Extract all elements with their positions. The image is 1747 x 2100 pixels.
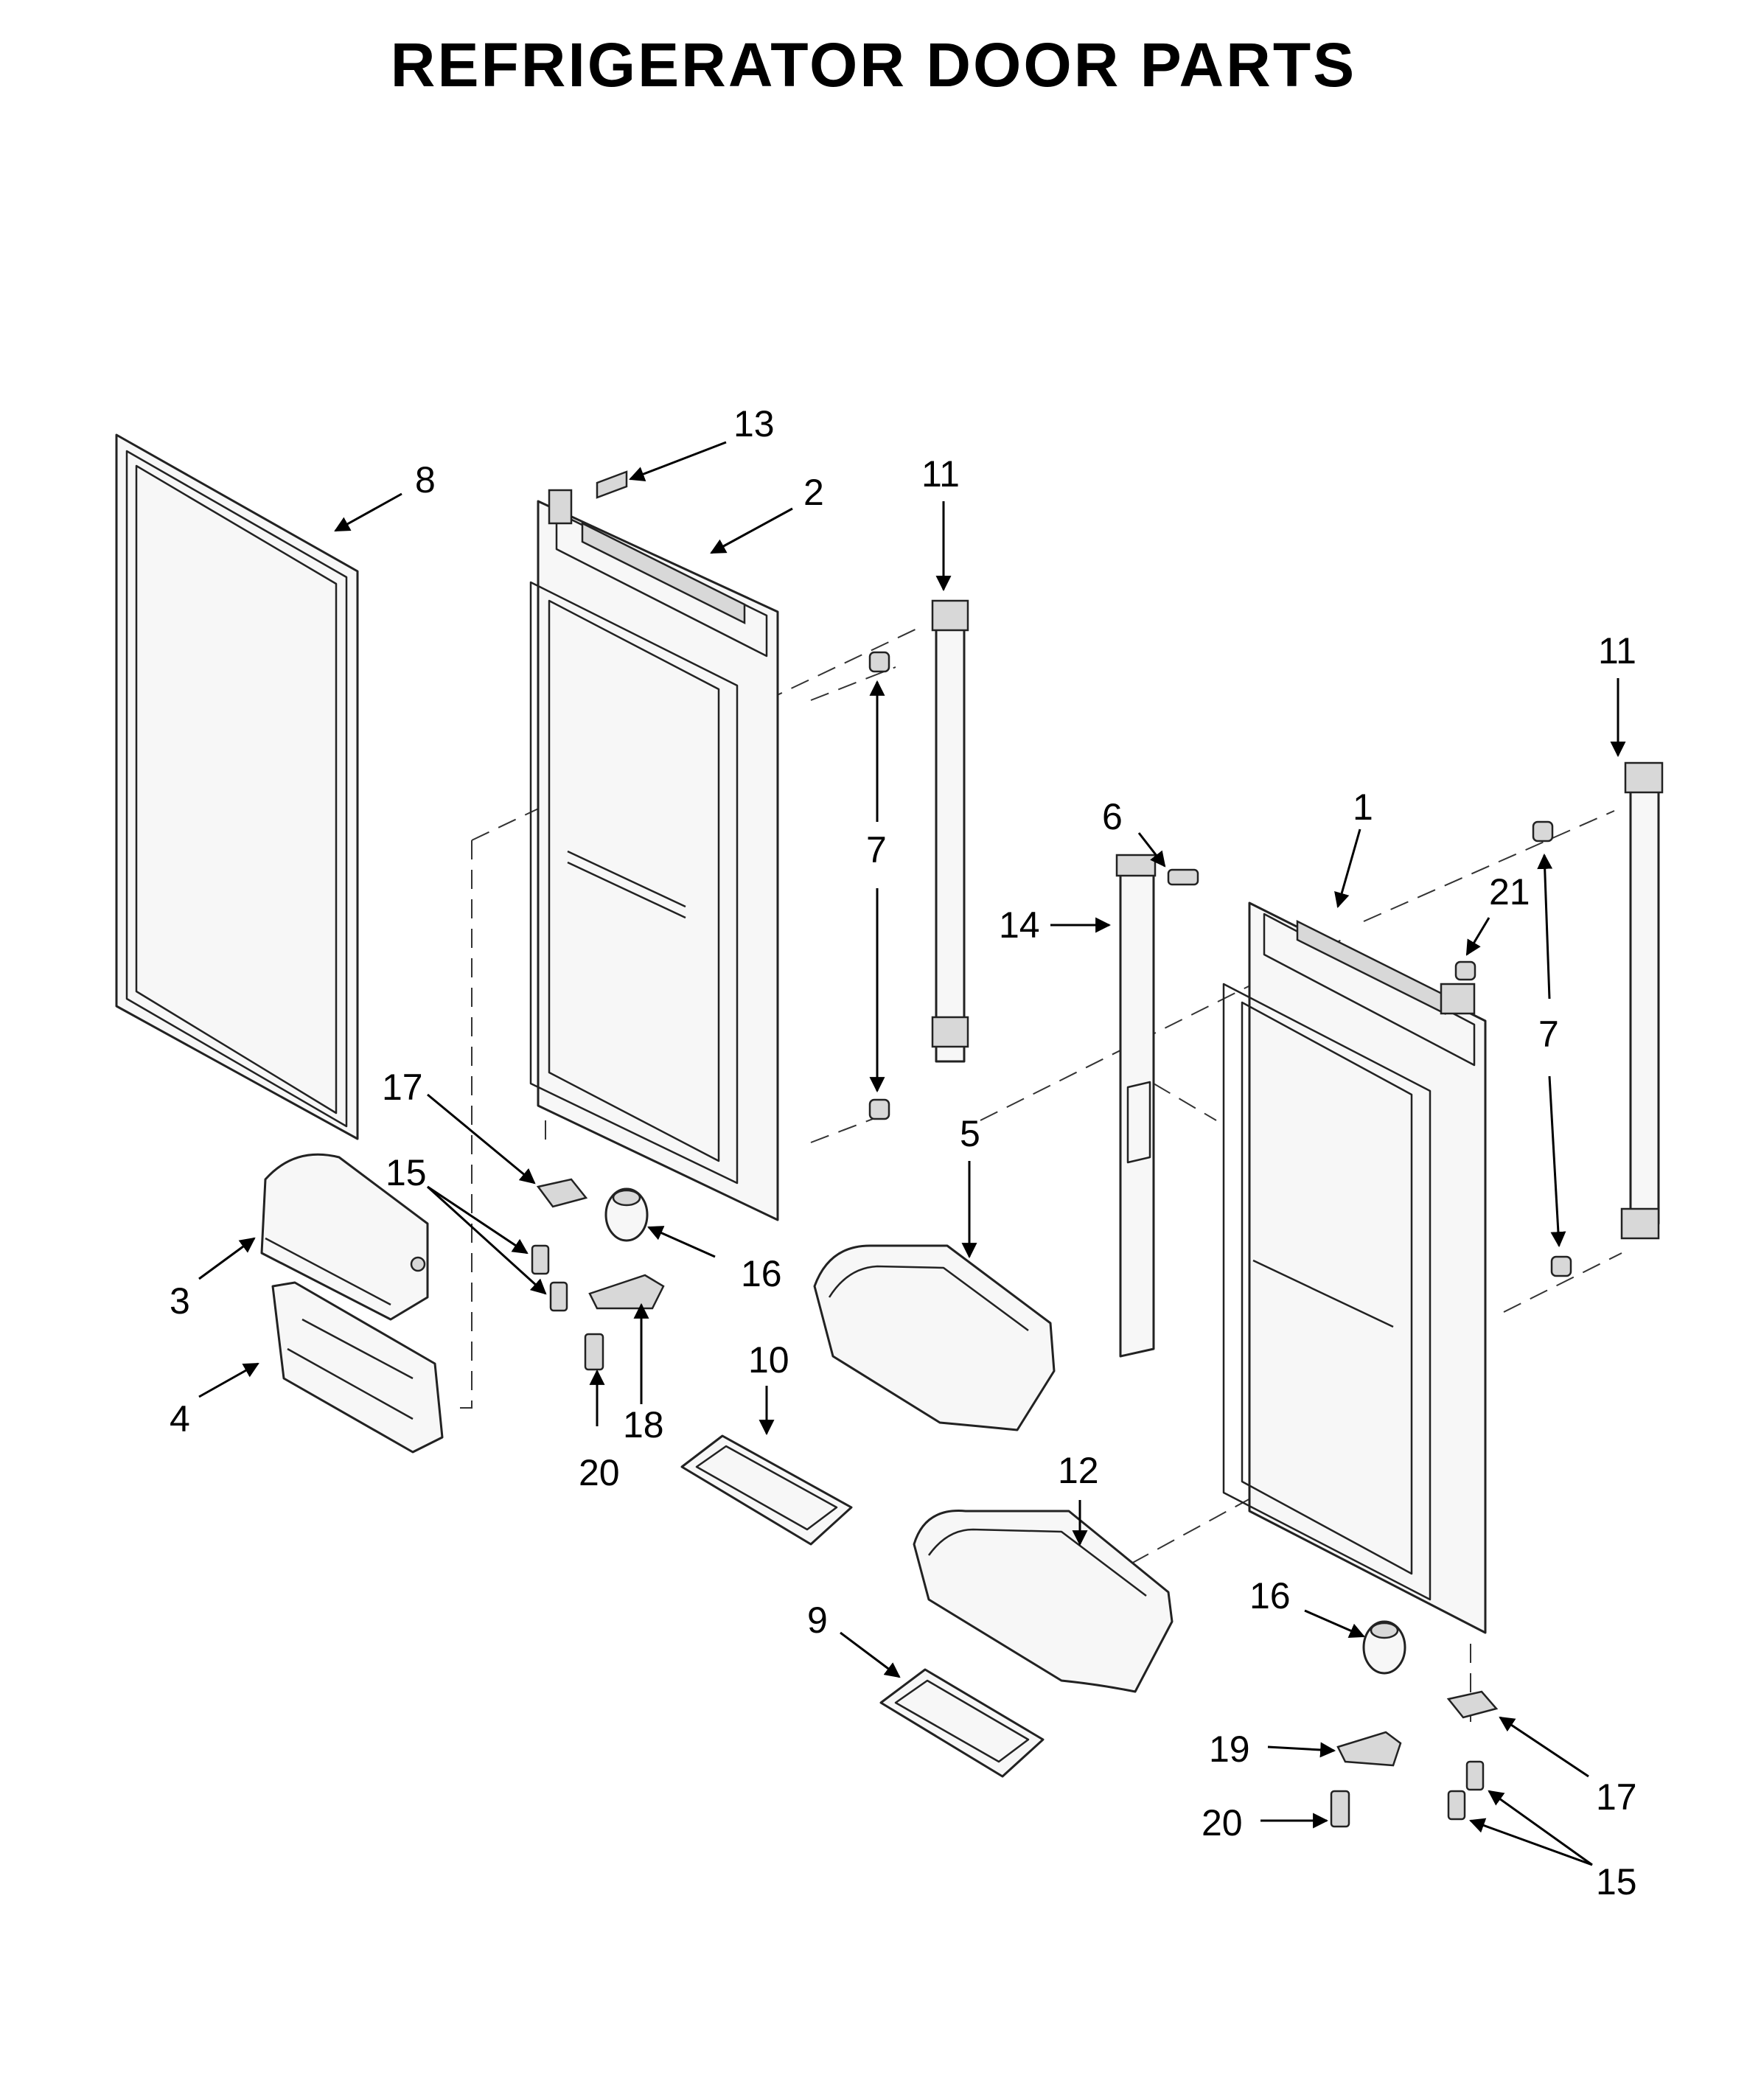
right-hinge-bracket-part-17[interactable] — [1446, 1690, 1499, 1719]
callout-7-left: 7 — [866, 829, 887, 871]
dairy-bin-part-4[interactable] — [271, 1281, 444, 1454]
plug-part-21[interactable] — [1454, 960, 1476, 981]
callout-20-right: 20 — [1202, 1802, 1243, 1843]
page-title: REFRIGERATOR DOOR PARTS — [390, 30, 1357, 100]
callout-13: 13 — [733, 403, 775, 444]
callout-6: 6 — [1102, 796, 1123, 837]
callout-9: 9 — [807, 1600, 828, 1641]
callout-11-left: 11 — [921, 453, 960, 495]
right-screw-part-20[interactable] — [1330, 1790, 1350, 1828]
screw-part-6[interactable] — [1167, 868, 1199, 886]
right-handle-part-11[interactable] — [1620, 761, 1664, 1240]
left-hinge-pin-part-16[interactable] — [604, 1187, 649, 1242]
left-door-liner-part-2[interactable] — [529, 489, 779, 1221]
door-bin-part-12[interactable] — [913, 1510, 1174, 1693]
callout-labels: 13 8 2 11 11 7 7 6 1 21 14 17 15 5 3 16 … — [170, 403, 1637, 1902]
callout-5: 5 — [960, 1113, 980, 1154]
right-handle-screws-part-7[interactable] — [1532, 820, 1572, 1277]
callout-19: 19 — [1209, 1729, 1250, 1770]
left-handle-screws-part-7[interactable] — [868, 651, 890, 1120]
callout-3: 3 — [170, 1280, 190, 1322]
door-stop-part-18[interactable] — [588, 1274, 665, 1310]
callout-12: 12 — [1058, 1450, 1099, 1491]
callout-20-left: 20 — [579, 1452, 620, 1493]
callout-4: 4 — [170, 1398, 190, 1440]
callout-17-right: 17 — [1596, 1776, 1637, 1818]
callout-16-left: 16 — [741, 1253, 782, 1294]
left-hinge-bracket-part-17[interactable] — [536, 1178, 588, 1208]
callout-1: 1 — [1353, 786, 1373, 828]
shelf-cover-part-10[interactable] — [680, 1434, 853, 1546]
callout-21: 21 — [1489, 871, 1530, 913]
callout-14: 14 — [999, 904, 1040, 946]
shelf-cover-part-9[interactable] — [879, 1668, 1045, 1778]
callout-16-right: 16 — [1249, 1575, 1291, 1616]
callout-18: 18 — [623, 1404, 664, 1445]
callout-8: 8 — [415, 459, 436, 500]
leader-arrows — [198, 441, 1626, 1866]
door-bin-part-5[interactable] — [813, 1244, 1056, 1431]
right-screws-part-15[interactable] — [1447, 1760, 1485, 1821]
callout-17-left: 17 — [382, 1067, 423, 1108]
callout-2: 2 — [803, 472, 824, 513]
label-part-13[interactable] — [596, 470, 628, 499]
callout-10: 10 — [748, 1339, 789, 1381]
mullion-part-14[interactable] — [1115, 854, 1157, 1358]
left-screws-part-15[interactable] — [531, 1244, 568, 1312]
door-stop-part-19[interactable] — [1336, 1731, 1402, 1767]
door-gasket-part-8[interactable] — [115, 433, 359, 1140]
callout-11-right: 11 — [1598, 630, 1636, 671]
left-handle-part-11[interactable] — [931, 599, 969, 1063]
callout-15-left: 15 — [386, 1152, 427, 1193]
callout-15-right: 15 — [1596, 1861, 1637, 1902]
callout-7-right: 7 — [1538, 1014, 1559, 1055]
right-hinge-pin-part-16[interactable] — [1362, 1620, 1406, 1675]
dairy-cover-part-3[interactable] — [260, 1153, 429, 1321]
left-screw-part-20[interactable] — [584, 1333, 604, 1371]
right-door-liner-part-1[interactable] — [1222, 901, 1487, 1634]
